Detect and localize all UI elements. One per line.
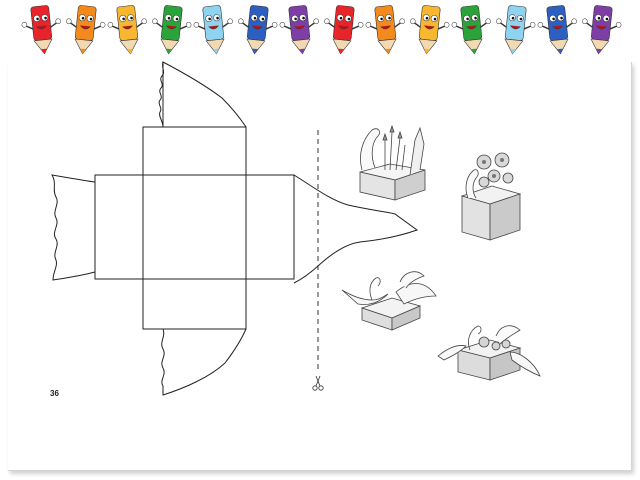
net-left-face <box>94 174 144 280</box>
purple-pencil-character-icon <box>279 5 319 55</box>
page-number: 36 <box>50 389 59 398</box>
blue-pencil-character-icon <box>537 5 577 55</box>
light-blue-pencil-character-icon <box>193 5 233 55</box>
net-top-face <box>142 126 247 176</box>
yellow-pencil-character-icon <box>107 5 147 55</box>
green-pencil-character-icon <box>152 5 192 55</box>
green-pencil-character-icon <box>451 5 491 55</box>
tail-outline <box>50 174 96 281</box>
upper-wing-outline <box>158 61 247 128</box>
blue-pencil-character-icon <box>238 5 278 55</box>
net-center-face <box>142 174 247 280</box>
yellow-pencil-character-icon <box>410 5 450 55</box>
purple-pencil-character-icon <box>582 5 622 55</box>
swan-box-with-flowers-side-icon <box>437 325 541 381</box>
orange-pencil-character-icon <box>66 5 106 55</box>
red-pencil-character-icon <box>21 5 61 55</box>
red-pencil-character-icon <box>324 5 364 55</box>
orange-pencil-character-icon <box>365 5 405 55</box>
light-blue-pencil-character-icon <box>496 5 536 55</box>
swan-box-with-flowers-icon <box>460 152 522 241</box>
swan-box-with-pencils-icon <box>359 124 426 201</box>
neck-head-outline <box>293 174 419 284</box>
lower-wing-outline <box>161 328 247 396</box>
net-right-face <box>245 174 295 280</box>
page-frame <box>8 62 632 471</box>
swan-box-flat-wings-icon <box>341 271 437 331</box>
net-bottom-face <box>142 278 247 330</box>
pencil-border <box>21 5 622 55</box>
scissors-icon <box>312 375 324 391</box>
